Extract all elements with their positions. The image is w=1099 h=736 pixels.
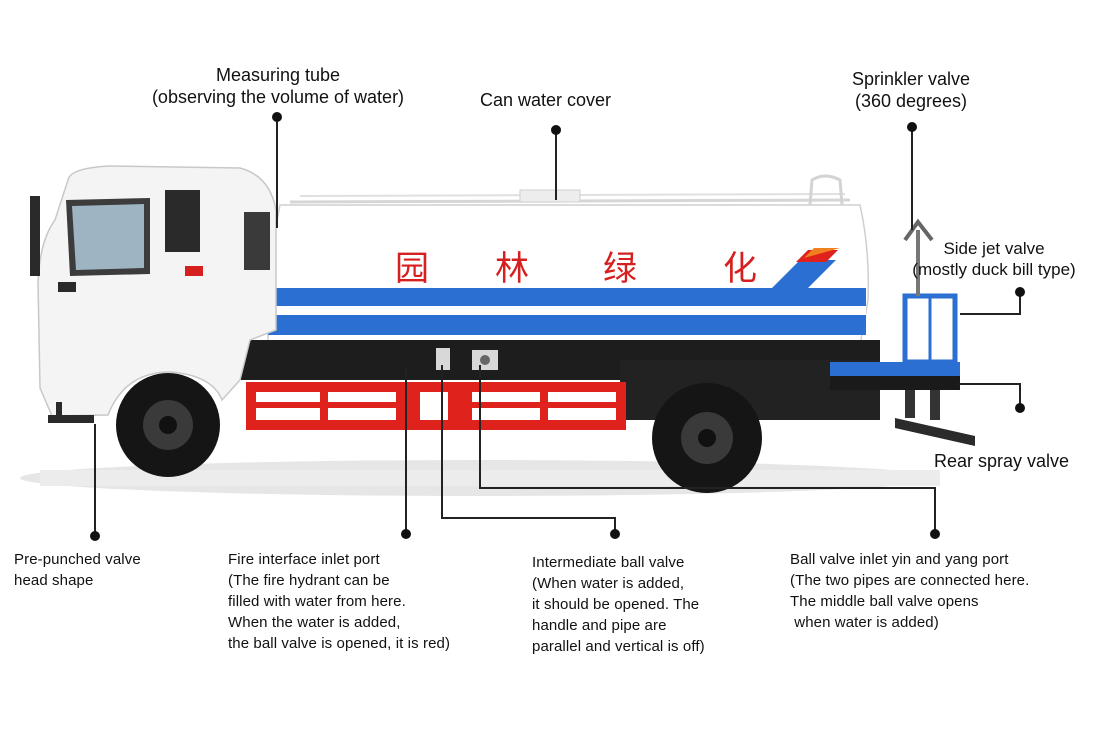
label-line: When the water is added, (228, 614, 401, 631)
label-line: Can water cover (480, 90, 612, 110)
label-line: (When water is added, (532, 575, 685, 592)
label-line: (360 degrees) (854, 91, 968, 111)
label-line: filled with water from here. (228, 593, 406, 610)
tank-logo (772, 260, 836, 288)
tank-slogan: 园 林 绿 化 (395, 249, 757, 289)
cab (30, 165, 277, 423)
label-line: Fire interface inlet port (228, 551, 380, 568)
label-measuring-tube: Measuring tube (observing the volume of … (118, 64, 438, 108)
leader-dots (90, 112, 1025, 541)
label-line: when water is added) (790, 614, 939, 631)
slogan-char: 化 (723, 249, 757, 289)
label-line: the ball valve is opened, it is red) (228, 635, 451, 652)
label-rear-spray-valve: Rear spray valve (934, 450, 1069, 472)
label-line: Side jet valve (943, 239, 1045, 258)
leader-side-jet-valve (960, 292, 1021, 315)
label-pre-punched-valve: Pre-punched valve head shape (14, 549, 141, 591)
label-line: Pre-punched valve (14, 551, 141, 568)
label-line: handle and pipe are (532, 617, 667, 634)
label-line: (The two pipes are connected here. (790, 572, 1030, 589)
slogan-char: 林 (495, 249, 529, 289)
label-line: (observing the volume of water) (151, 87, 405, 107)
label-can-water-cover: Can water cover (480, 89, 611, 111)
leader-lines (94, 117, 1021, 536)
label-line: it should be opened. The (532, 596, 700, 613)
label-line: (The fire hydrant can be (228, 572, 390, 589)
rear-wheel (652, 383, 762, 493)
leader-ball-valve-inlet (479, 365, 936, 534)
label-line: The middle ball valve opens (790, 593, 979, 610)
label-intermediate-ball-valve: Intermediate ball valve (When water is a… (532, 552, 705, 657)
label-line: parallel and vertical is off) (532, 638, 705, 655)
label-ball-valve-inlet: Ball valve inlet yin and yang port (The … (790, 549, 1029, 633)
slogan-char: 绿 (603, 249, 637, 289)
label-line: Sprinkler valve (851, 69, 971, 89)
leader-rear-spray-valve (958, 383, 1021, 408)
label-line: head shape (14, 572, 94, 589)
slogan-char: 园 (395, 249, 429, 289)
label-line: Rear spray valve (934, 451, 1070, 471)
label-fire-interface: Fire interface inlet port (The fire hydr… (228, 549, 450, 654)
label-side-jet-valve: Side jet valve (mostly duck bill type) (895, 238, 1093, 280)
label-line: Intermediate ball valve (532, 554, 685, 571)
water-tank (267, 174, 870, 346)
leader-intermediate-ball-valve (441, 365, 616, 534)
label-sprinkler-valve: Sprinkler valve (360 degrees) (836, 68, 986, 112)
rear-spray-bar (895, 418, 975, 446)
label-line: Measuring tube (215, 65, 341, 85)
label-line: Ball valve inlet yin and yang port (790, 551, 1009, 568)
front-wheel (116, 373, 220, 477)
label-line: (mostly duck bill type) (912, 260, 1076, 279)
